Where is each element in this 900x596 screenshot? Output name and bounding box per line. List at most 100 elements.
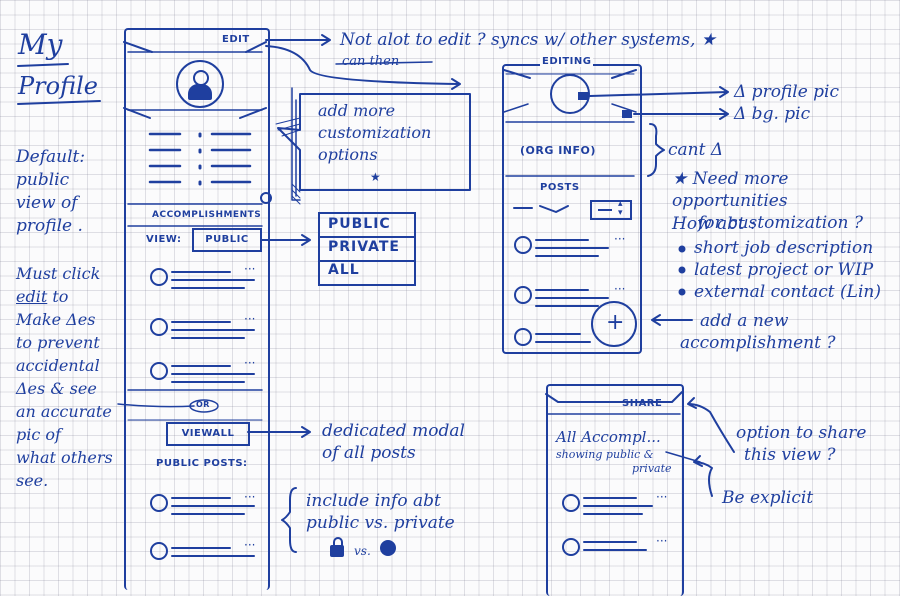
info-note-line: include info abt: [306, 491, 441, 511]
posts-heading: POSTS: [540, 182, 580, 193]
accomp-avatar-icon: [150, 268, 168, 286]
share-note-line: option to share: [736, 423, 867, 443]
bullet-external-contact: external contact (Lin): [694, 282, 881, 302]
globe-icon: [380, 540, 396, 556]
customization-note-line: ★ Need more opportunities: [672, 169, 789, 211]
lock-icon: [330, 545, 344, 557]
phone1-accomp-lines: [171, 271, 255, 383]
view-all-button[interactable]: VIEWALL: [166, 422, 250, 446]
cant-brace: [647, 123, 665, 177]
must-note-line: to: [52, 287, 69, 306]
default-note-line: Default:: [16, 147, 86, 167]
bg-pic-note: Δ bg. pic: [734, 104, 811, 124]
or-label: OR: [196, 400, 210, 409]
add-arrow: [651, 314, 693, 326]
add-accomp-note-line: add a new: [700, 311, 789, 331]
editing-avatar[interactable]: [550, 74, 590, 114]
how-abt-note: How abt :: [672, 214, 756, 234]
post-avatar-icon: [150, 494, 168, 512]
edit-note: Not alot to edit ? syncs w/ other system…: [340, 30, 717, 50]
option-all[interactable]: ALL: [328, 262, 360, 278]
title-line1: My: [18, 28, 63, 61]
post-avatar-icon: [562, 538, 580, 556]
post-avatar-icon: [562, 494, 580, 512]
default-note-line: view of: [16, 193, 78, 213]
accomp-avatar-icon: [514, 286, 532, 304]
add-accomplishment-circle: [591, 301, 637, 347]
must-note-edit: edit: [16, 287, 48, 306]
phone1-post-lines: [171, 497, 255, 557]
post-avatar-icon: [150, 542, 168, 560]
must-note-line: pic of: [16, 425, 61, 444]
accomp-avatar-icon: [514, 328, 532, 346]
share-arrow: [687, 397, 735, 453]
profile-avatar: [176, 60, 224, 108]
add-accomplishment-button[interactable]: +: [606, 310, 625, 335]
bullet-job-description: short job description: [694, 238, 874, 258]
modal-note: dedicated modal of all posts: [322, 420, 465, 464]
accomp-avatar-icon: [514, 236, 532, 254]
speech-dot: [260, 192, 272, 204]
private-note: private: [632, 462, 672, 475]
title-underline: [17, 63, 69, 67]
title-underline-2: [17, 100, 101, 105]
modal-note-line: dedicated modal: [322, 421, 465, 441]
default-note: Default: public view of profile .: [16, 146, 85, 238]
must-note-line: Δes & see: [16, 379, 97, 398]
must-note-line: what others: [16, 448, 113, 467]
more-dots-icon[interactable]: ···: [244, 538, 256, 552]
vs-label: vs.: [354, 544, 371, 558]
option-private[interactable]: PRIVATE: [328, 239, 400, 255]
must-note-line: accidental: [16, 356, 100, 375]
more-dots-icon[interactable]: ···: [244, 490, 256, 504]
view-label: VIEW:: [146, 234, 182, 245]
must-note-line: an accurate: [16, 402, 112, 421]
more-dots-icon[interactable]: ···: [244, 356, 256, 370]
customization-note: ★ Need more opportunities for customizat…: [672, 168, 900, 234]
profile-pic-note: Δ profile pic: [734, 82, 840, 102]
posts-stepper[interactable]: ▴▾: [590, 200, 632, 220]
customization-note-line: for customization ?: [698, 213, 863, 233]
accomplishments-heading: ACCOMPLISHMENTS: [152, 210, 262, 220]
viewall-arrow: [247, 426, 311, 438]
more-dots-icon[interactable]: ···: [614, 232, 626, 246]
phone3-lines: [583, 497, 653, 551]
info-note-line: public vs. private: [306, 513, 455, 533]
sketch-lines: [17, 34, 735, 557]
more-dots-icon[interactable]: ···: [656, 490, 668, 504]
default-note-line: profile .: [16, 216, 83, 236]
camera-icon[interactable]: [622, 110, 632, 118]
edit-arrow-2: [265, 45, 461, 90]
explicit-arrow: [693, 455, 713, 497]
more-dots-icon[interactable]: ···: [656, 534, 668, 548]
public-private-note: include info abt public vs. private: [306, 490, 455, 534]
speech-line: options: [318, 145, 378, 164]
option-public[interactable]: PUBLIC: [328, 216, 391, 232]
info-brace: [281, 487, 297, 553]
default-note-line: public: [16, 170, 70, 190]
must-note-line: Make Δes: [16, 310, 96, 329]
chevron-updown-icon: ▴▾: [618, 199, 623, 218]
share-note-line: this view ?: [744, 445, 836, 465]
view-options-dropdown: PUBLIC PRIVATE ALL: [318, 212, 416, 286]
all-accomplishments-title: All Accompl...: [556, 428, 661, 446]
cant-change-note: cant Δ: [668, 140, 724, 160]
edit-arrow: [265, 34, 331, 46]
more-dots-icon[interactable]: ···: [244, 262, 256, 276]
showing-note: showing public &: [556, 448, 654, 461]
must-note-line: Must click: [16, 264, 101, 283]
view-filter-select[interactable]: PUBLIC: [192, 228, 262, 252]
struck-note: can then: [342, 54, 400, 69]
star-icon: ★: [370, 170, 381, 184]
accomp-avatar-icon: [150, 318, 168, 336]
speech-line: add more: [318, 101, 396, 120]
be-explicit-note: Be explicit: [722, 488, 814, 508]
more-dots-icon[interactable]: ···: [614, 282, 626, 296]
phone-default-view: [124, 28, 270, 590]
camera-icon[interactable]: [578, 92, 588, 100]
add-accomp-note-line: accomplishment ?: [680, 333, 836, 353]
share-button[interactable]: SHARE: [622, 398, 663, 409]
more-dots-icon[interactable]: ···: [244, 312, 256, 326]
edit-button[interactable]: EDIT: [222, 34, 250, 45]
title-line2: Profile: [18, 72, 98, 100]
